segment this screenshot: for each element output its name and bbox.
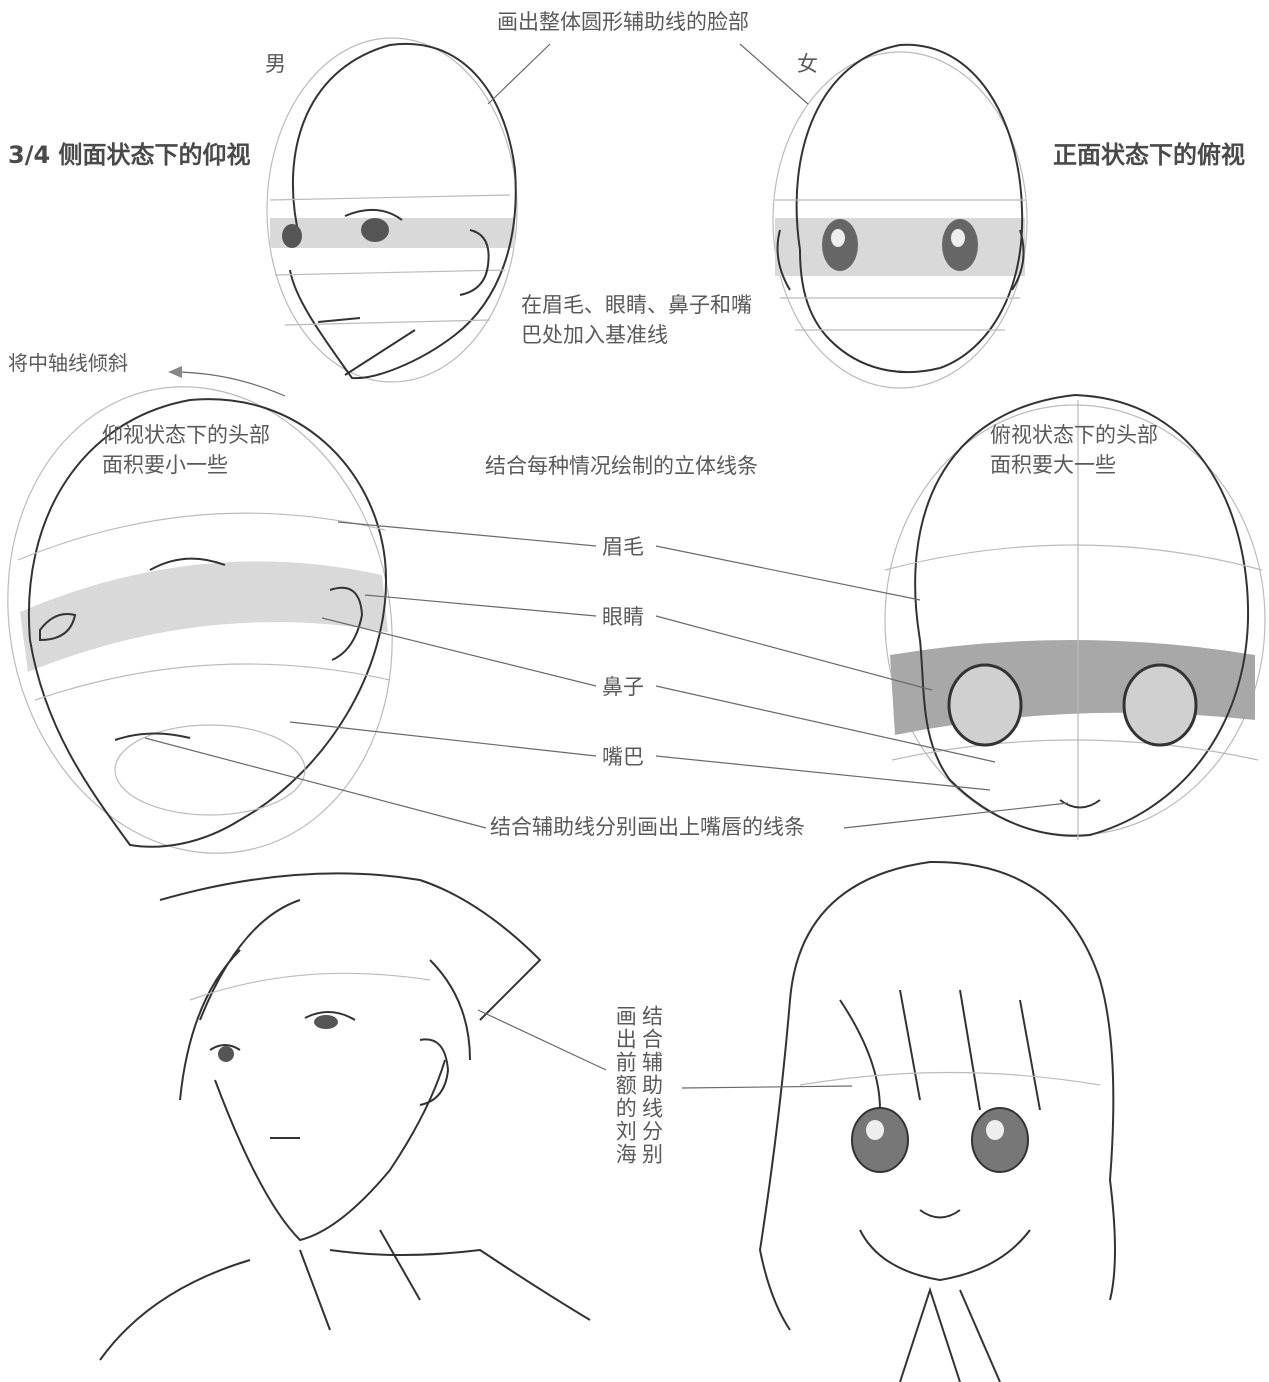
left-head-note: 仰视状态下的头部面积要小一些 [102,423,270,478]
feature-eye: 眼睛 [602,605,644,629]
title-left: 3/4 侧面状态下的仰视 [8,141,251,169]
tilt-note: 将中轴线倾斜 [8,351,128,375]
center-note: 结合每种情况绘制的立体线条 [485,454,758,478]
title-right: 正面状态下的俯视 [1053,141,1245,169]
lip-note: 结合辅助线分别画出上嘴唇的线条 [490,815,805,839]
female-label: 女 [797,52,818,76]
male-head-sketch [266,37,518,383]
feature-nose: 鼻子 [602,675,644,699]
feature-mouth: 嘴巴 [602,745,644,769]
male-label: 男 [265,52,286,76]
female-head-sketch [772,43,1028,389]
guide-note: 在眉毛、眼睛、鼻子和嘴巴处加入基准线 [521,293,752,348]
right-head-note: 俯视状态下的头部面积要大一些 [990,423,1158,478]
top-label: 画出整体圆形辅助线的脸部 [497,10,749,34]
bangs-note: 结合辅助线分别画出前额的刘海 [613,1005,664,1166]
male-character [99,872,591,1361]
downward-view-head [884,393,1266,840]
feature-eyebrow: 眉毛 [602,535,644,559]
female-character [758,860,1116,1382]
